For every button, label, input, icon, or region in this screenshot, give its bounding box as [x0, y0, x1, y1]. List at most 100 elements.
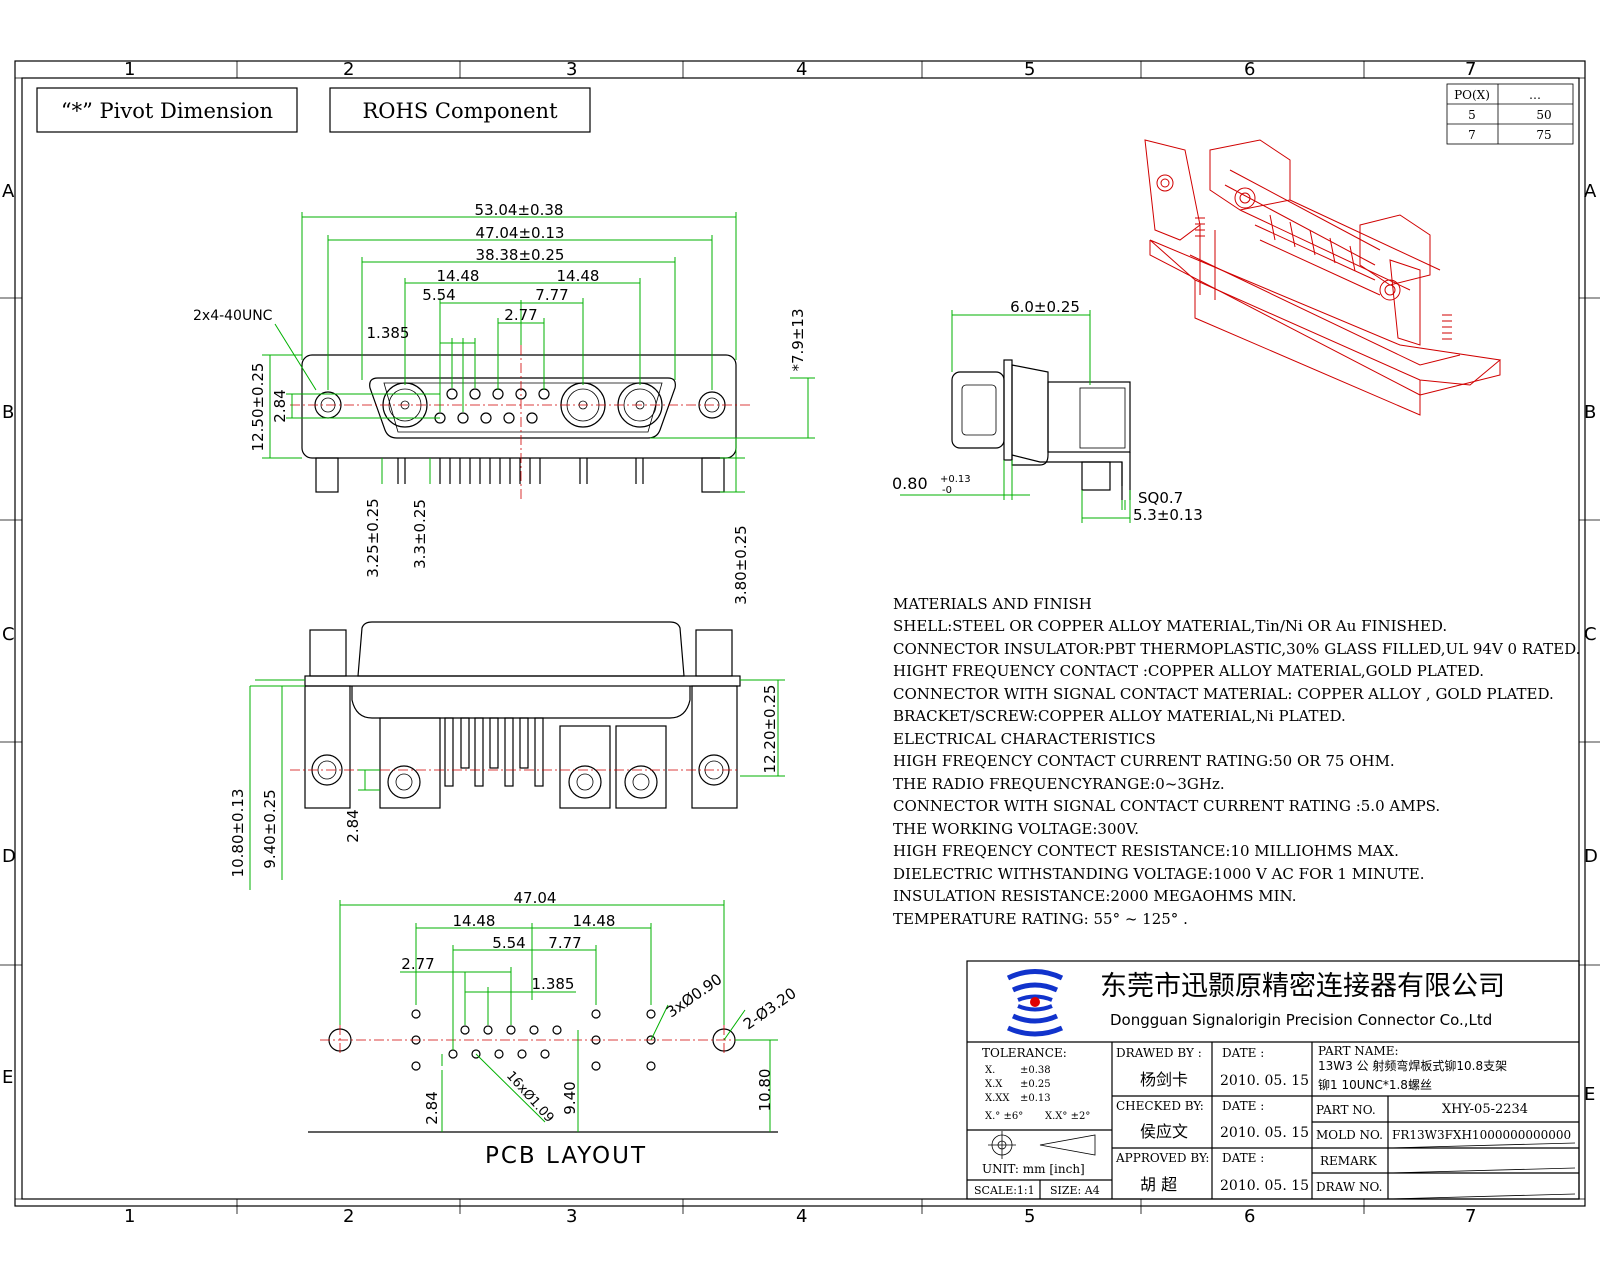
date-label: DATE : — [1222, 1151, 1264, 1165]
dim-554: 5.54 — [422, 286, 455, 304]
thread-callout: 2x4-40UNC — [193, 308, 273, 324]
dim-53: 5.3±0.13 — [1133, 506, 1203, 524]
dim-left-pitch: 14.48 — [437, 267, 480, 285]
dim-total-width: 53.04±0.38 — [475, 201, 564, 219]
dim-right-pitch: 14.48 — [557, 267, 600, 285]
tol-angle: X.X° ±2° — [1045, 1111, 1090, 1122]
col-label-4: 4 — [796, 59, 807, 80]
date-drawn: 2010. 05. 15 — [1220, 1073, 1309, 1089]
pcb-layout-title: PCB LAYOUT — [485, 1143, 647, 1169]
pcb-dim-284: 2.84 — [423, 1091, 441, 1124]
materials-notes: MATERIALS AND FINISH SHELL:STEEL OR COPP… — [893, 595, 1580, 928]
row-label-c: C — [2, 624, 15, 645]
row-label-b: B — [2, 402, 14, 423]
position-impedance-table: PO(X) … 5 50 7 75 — [1446, 83, 1574, 145]
part-name-line-1: 13W3 公 射频弯焊板式铆10.8支架 — [1318, 1058, 1507, 1073]
col-label-5: 5 — [1024, 59, 1035, 80]
col-label-2: 2 — [343, 59, 354, 80]
dim-sq07: SQ0.7 — [1138, 489, 1183, 507]
date-label: DATE : — [1222, 1099, 1264, 1113]
part-no-label: PART NO. — [1316, 1103, 1376, 1117]
pcb-dim-4704: 47.04 — [514, 889, 557, 907]
col-label-6-bottom: 6 — [1244, 1206, 1255, 1227]
col-label-3: 3 — [566, 59, 577, 80]
table-cell: 50 — [1536, 108, 1551, 122]
projection-symbol-icon — [988, 1131, 1096, 1159]
dim-777: 7.77 — [535, 286, 568, 304]
dim-940: 9.40±0.25 — [261, 789, 279, 868]
part-name-label: PART NAME: — [1318, 1044, 1399, 1058]
note-line: INSULATION RESISTANCE:2000 MEGAOHMS MIN. — [893, 887, 1296, 905]
pcb-dim-277: 2.77 — [401, 955, 434, 973]
pcb-dim-right-pitch: 14.48 — [573, 912, 616, 930]
part-name-line-2: 铆1 10UNC*1.8螺丝 — [1318, 1077, 1432, 1092]
checked-by-name: 侯应文 — [1140, 1122, 1188, 1141]
unit-label: UNIT: mm [inch] — [982, 1162, 1085, 1176]
note-line: MATERIALS AND FINISH — [893, 595, 1092, 613]
bottom-view: 12.20±0.25 10.80±0.13 9.40±0.25 2.84 — [229, 621, 785, 890]
row-label-b-right: B — [1584, 402, 1596, 423]
pcb-dim-16x109: 16xØ1.09 — [503, 1069, 557, 1126]
tol-key: X.XX — [985, 1093, 1010, 1104]
col-label-3-bottom: 3 — [566, 1206, 577, 1227]
dim-shell-width: 38.38±0.25 — [476, 246, 565, 264]
approved-by-label: APPROVED BY: — [1115, 1151, 1209, 1165]
part-no-value: XHY-05-2234 — [1442, 1102, 1528, 1117]
dim-080-tol-down: -0 — [942, 485, 952, 496]
note-line: HIGH FREQENCY CONTECT RESISTANCE:10 MILL… — [893, 842, 1399, 860]
dim-277: 2.77 — [504, 306, 537, 324]
note-line: CONNECTOR WITH SIGNAL CONTACT MATERIAL: … — [893, 685, 1554, 703]
dim-1250: 12.50±0.25 — [249, 363, 267, 452]
date-approved: 2010. 05. 15 — [1220, 1178, 1309, 1194]
row-label-a: A — [2, 181, 15, 202]
note-line: CONNECTOR WITH SIGNAL CONTACT CURRENT RA… — [893, 797, 1440, 815]
dim-60: 6.0±0.25 — [1010, 298, 1080, 316]
note-line: CONNECTOR INSULATOR:PBT THERMOPLASTIC,30… — [893, 640, 1580, 658]
rohs-box: ROHS Component — [329, 87, 591, 133]
drawn-by-label: DRAWED BY : — [1116, 1046, 1202, 1060]
drawn-by-name: 杨剑卡 — [1140, 1070, 1188, 1089]
tol-value: ±0.13 — [1020, 1093, 1051, 1104]
row-label-a-right: A — [1584, 181, 1597, 202]
dim-mount-width: 47.04±0.13 — [476, 224, 565, 242]
size-label: SIZE: A4 — [1050, 1184, 1100, 1197]
note-line: HIGH FREQENCY CONTACT CURRENT RATING:50 … — [893, 752, 1395, 770]
note-line: ELECTRICAL CHARACTERISTICS — [893, 730, 1156, 748]
note-line: THE RADIO FREQUENCYRANGE:0~3GHz. — [893, 775, 1225, 793]
dim-080-tol-up: +0.13 — [940, 474, 971, 485]
pcb-dim-554: 5.54 — [492, 934, 525, 952]
pcb-layout: 47.04 14.48 14.48 5.54 7.77 2.77 1.385 3… — [308, 889, 800, 1169]
dim-1385: 1.385 — [367, 324, 410, 342]
table-header-ohm: … — [1529, 88, 1541, 102]
remark-label: REMARK — [1320, 1154, 1378, 1168]
col-label-4-bottom: 4 — [796, 1206, 807, 1227]
col-label-2-bottom: 2 — [343, 1206, 354, 1227]
title-block: 东莞市迅颢原精密连接器有限公司 Dongguan Signalorigin Pr… — [966, 960, 1580, 1200]
company-name-en: Dongguan Signalorigin Precision Connecto… — [1110, 1011, 1492, 1029]
row-label-e-right: E — [1584, 1084, 1595, 1105]
dim-height-pivot: *7.9±13 — [789, 308, 807, 371]
tol-key: X.X — [985, 1079, 1003, 1090]
approved-by-name: 胡 超 — [1140, 1175, 1177, 1194]
checked-by-label: CHECKED BY: — [1116, 1099, 1204, 1113]
col-label-5-bottom: 5 — [1024, 1206, 1035, 1227]
note-line: BRACKET/SCREW:COPPER ALLOY MATERIAL,Ni P… — [893, 707, 1346, 725]
pcb-dim-940: 9.40 — [561, 1081, 579, 1114]
pcb-dim-left-pitch: 14.48 — [453, 912, 496, 930]
note-line: SHELL:STEEL OR COPPER ALLOY MATERIAL,Tin… — [893, 617, 1447, 635]
isometric-view — [1144, 139, 1502, 416]
dim-1080: 10.80±0.13 — [229, 789, 247, 878]
rohs-label: ROHS Component — [362, 99, 558, 123]
col-label-7-bottom: 7 — [1465, 1206, 1476, 1227]
tolerance-label: TOLERANCE: — [982, 1046, 1067, 1060]
pcb-dim-1080: 10.80 — [756, 1069, 774, 1112]
draw-no-label: DRAW NO. — [1316, 1180, 1382, 1194]
table-header-pos: PO(X) — [1454, 88, 1490, 102]
dim-33: 3.3±0.25 — [411, 499, 429, 569]
row-label-d-right: D — [1584, 846, 1598, 867]
mold-no-label: MOLD NO. — [1316, 1128, 1383, 1142]
tol-angle: X.° ±6° — [985, 1111, 1023, 1122]
dim-325: 3.25±0.25 — [364, 498, 382, 577]
table-cell: 5 — [1468, 108, 1476, 122]
